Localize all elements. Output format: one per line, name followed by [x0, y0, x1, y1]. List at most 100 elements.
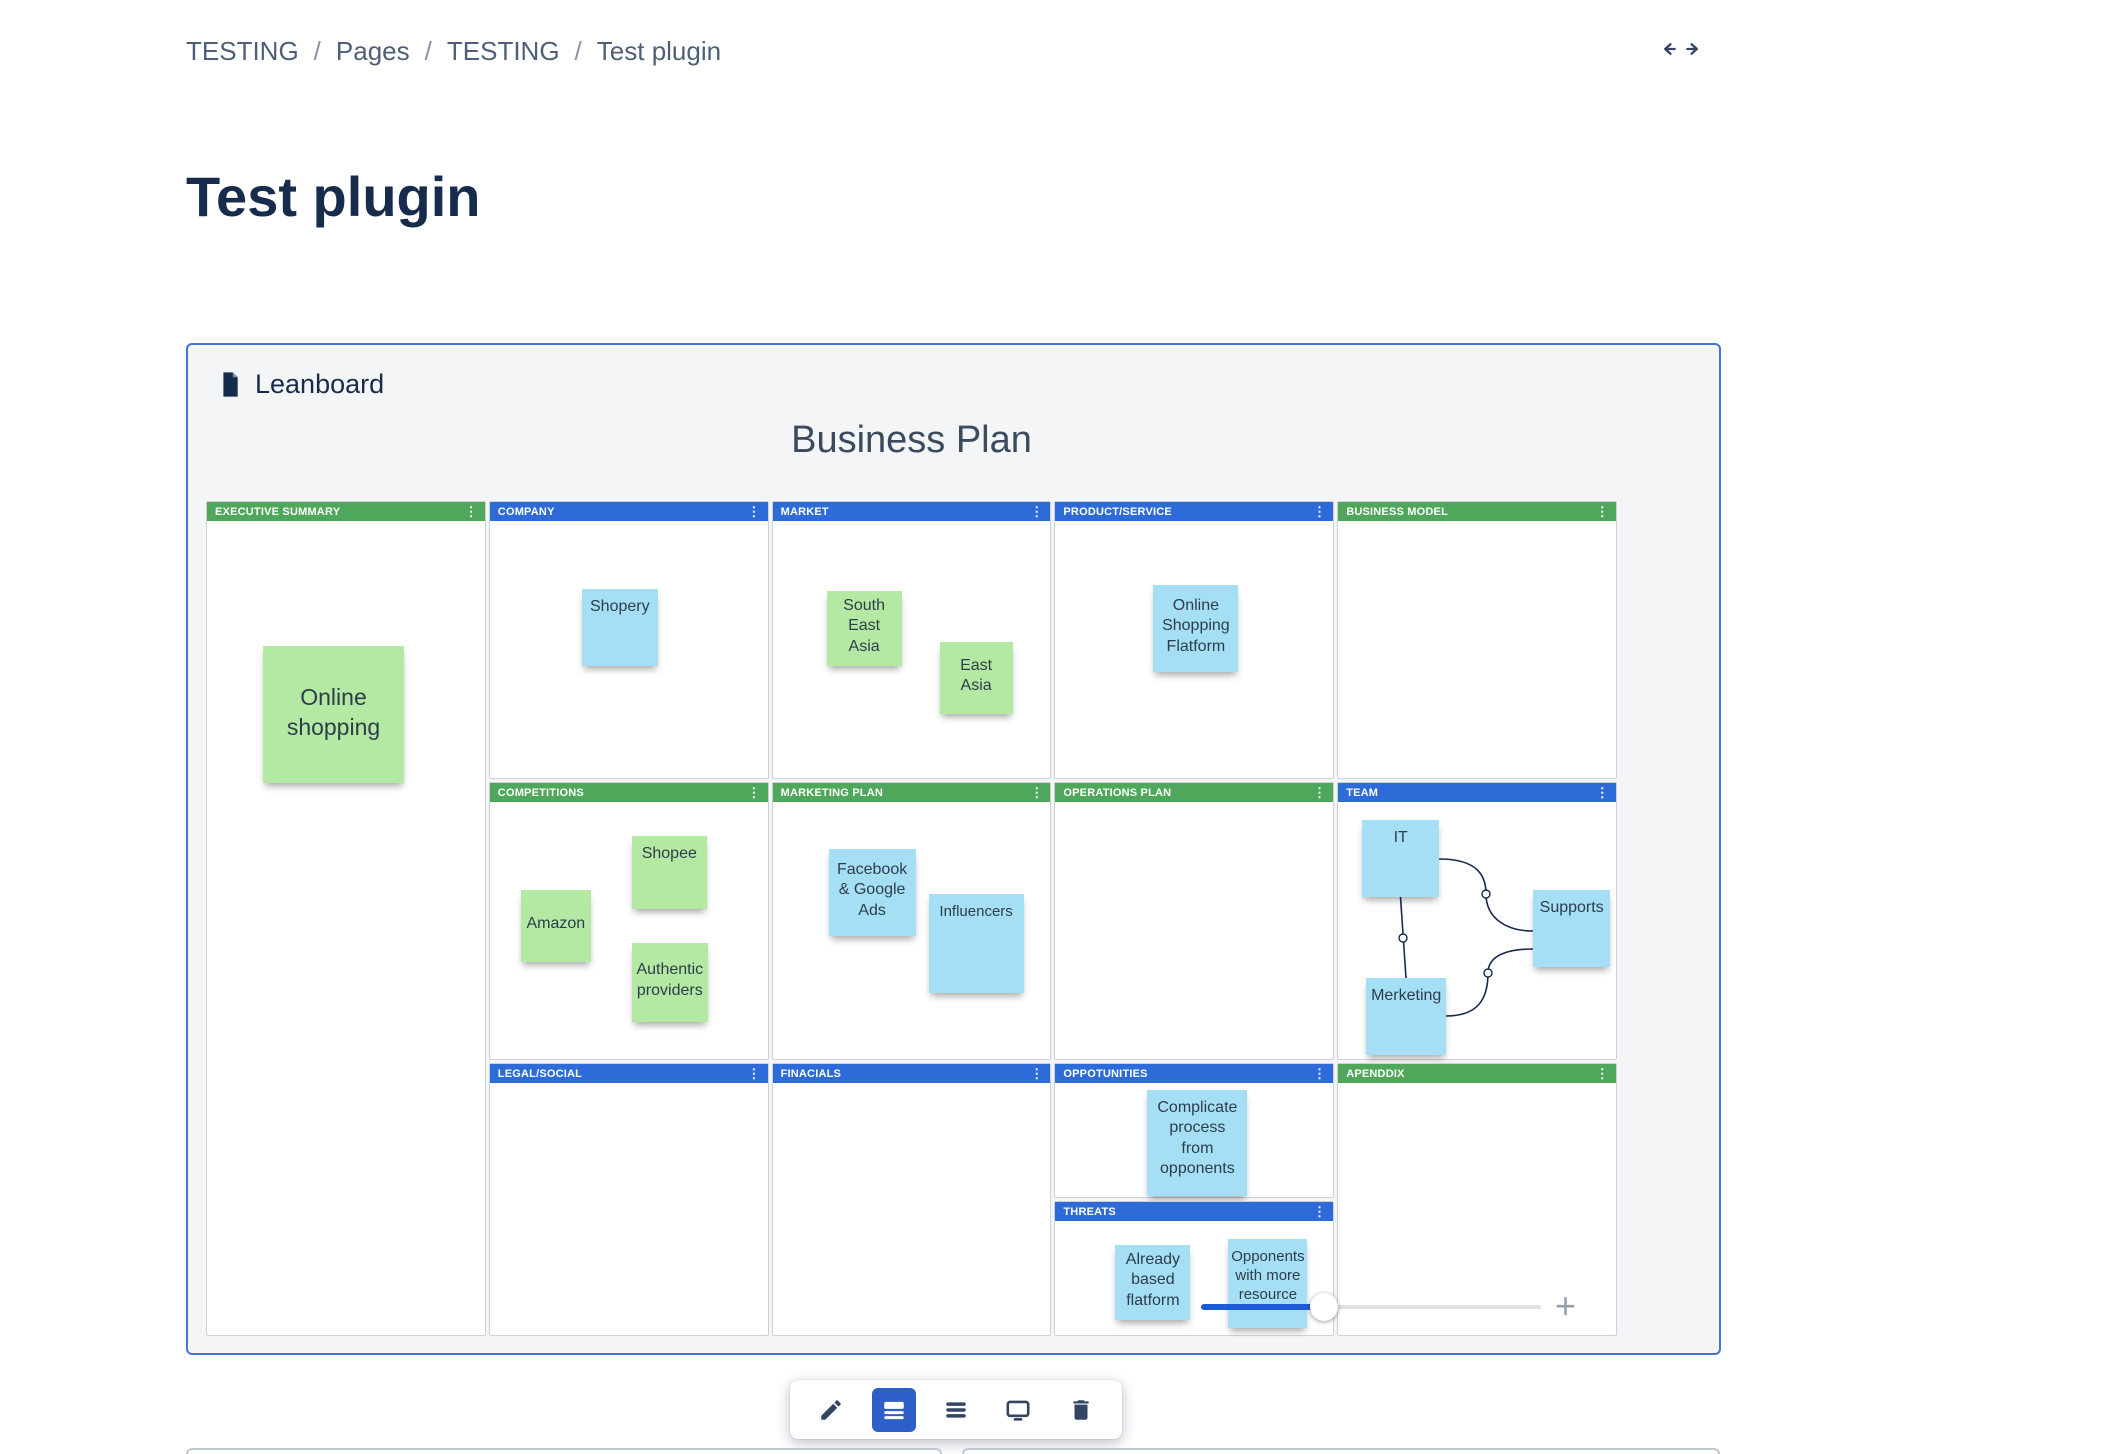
section-header: BUSINESS MODEL ⋮	[1338, 502, 1616, 521]
section-title: OPERATIONS PLAN	[1063, 786, 1172, 799]
monitor-icon	[1005, 1397, 1031, 1423]
view-board-button[interactable]	[871, 1387, 916, 1432]
section-header: EXECUTIVE SUMMARY ⋮	[207, 502, 485, 521]
section-header: COMPETITIONS⋮	[489, 783, 768, 802]
sticky-note[interactable]: Facebook & Google Ads	[828, 849, 916, 936]
section-title: FINACIALS	[780, 1067, 842, 1080]
macro-label: Leanboard	[255, 369, 385, 399]
section-menu-icon[interactable]: ⋮	[1595, 504, 1609, 519]
expand-width-icon[interactable]	[1662, 38, 1700, 65]
delete-button[interactable]	[1059, 1388, 1103, 1432]
section-legal-social: LEGAL/SOCIAL⋮	[488, 1063, 769, 1336]
section-menu-icon[interactable]: ⋮	[1030, 504, 1044, 519]
section-header: FINACIALS ⋮	[772, 1064, 1051, 1083]
section-title: MARKET	[780, 505, 829, 518]
sticky-note[interactable]: Amazon	[520, 890, 591, 962]
breadcrumb-separator: /	[424, 36, 432, 66]
board-scrollbar-active[interactable]	[1201, 1304, 1324, 1310]
section-menu-icon[interactable]: ⋮	[464, 504, 478, 519]
section-title: MARKETING PLAN	[780, 786, 884, 799]
board-columns: EXECUTIVE SUMMARY ⋮ Online shopping COMPANY…	[206, 501, 1617, 1336]
board-scrollbar-track[interactable]	[1324, 1305, 1541, 1309]
section-title: OPPOTUNITIES	[1063, 1067, 1148, 1080]
section-header: TEAM ⋮	[1338, 783, 1616, 802]
section-header: OPPOTUNITIES ⋮	[1055, 1064, 1334, 1083]
section-menu-icon[interactable]: ⋮	[1030, 785, 1044, 800]
breadcrumb-separator: /	[574, 36, 582, 66]
section-header: LEGAL/SOCIAL⋮	[489, 1064, 768, 1083]
sticky-note[interactable]: IT	[1362, 820, 1440, 897]
section-menu-icon[interactable]: ⋮	[1030, 1066, 1044, 1081]
rows-layout-icon	[943, 1397, 969, 1423]
section-oppotunities: OPPOTUNITIES ⋮ Complicate process from opp…	[1054, 1063, 1335, 1198]
sticky-note[interactable]: Already based flatform	[1115, 1245, 1191, 1320]
breadcrumb-item-testing[interactable]: TESTING	[446, 36, 560, 66]
sticky-note[interactable]: East Asia	[939, 642, 1013, 714]
leanboard-macro-panel[interactable]: Leanboard Business Plan EXECUTIVE SUMMAR…	[186, 343, 1721, 1355]
section-menu-icon[interactable]: ⋮	[747, 504, 761, 519]
section-menu-icon[interactable]: ⋮	[1312, 1204, 1327, 1219]
sticky-note[interactable]: Merketing	[1366, 978, 1447, 1055]
section-header: COMPANY⋮	[489, 502, 768, 521]
below-content-block	[186, 1448, 942, 1454]
card-layout-icon	[881, 1397, 907, 1423]
document-icon	[219, 371, 241, 398]
below-content-block	[962, 1448, 1720, 1454]
section-menu-icon[interactable]: ⋮	[1312, 785, 1327, 800]
board-column: PRODUCT/SERVICE ⋮ Online Shopping Flatform…	[1054, 501, 1335, 1336]
section-header: PRODUCT/SERVICE ⋮	[1055, 502, 1334, 521]
sticky-note[interactable]: Shopee	[631, 836, 707, 909]
section-company: COMPANY⋮ Shopery	[488, 501, 769, 779]
sticky-note[interactable]: Influencers	[928, 894, 1024, 993]
section-menu-icon[interactable]: ⋮	[1595, 1066, 1609, 1081]
section-title: BUSINESS MODEL	[1346, 505, 1448, 518]
view-presentation-button[interactable]	[996, 1388, 1040, 1432]
sticky-note[interactable]: Shopery	[581, 589, 658, 666]
sticky-note[interactable]: Online shopping	[263, 646, 404, 783]
board-column: EXECUTIVE SUMMARY ⋮ Online shopping	[206, 501, 486, 1336]
edit-button[interactable]	[809, 1388, 853, 1432]
macro-header: Leanboard	[219, 369, 384, 400]
add-board-item-icon[interactable]: +	[1555, 1285, 1577, 1326]
pencil-icon	[818, 1397, 844, 1423]
section-apenddix: APENDDIX⋮	[1337, 1063, 1617, 1336]
section-menu-icon[interactable]: ⋮	[747, 785, 761, 800]
section-menu-icon[interactable]: ⋮	[1595, 785, 1609, 800]
board: EXECUTIVE SUMMARY ⋮ Online shopping COMPANY…	[206, 501, 1617, 1336]
section-menu-icon[interactable]: ⋮	[1312, 1066, 1327, 1081]
board-title: Business Plan	[791, 419, 1032, 461]
breadcrumb-item-testing[interactable]: TESTING	[186, 36, 299, 66]
section-menu-icon[interactable]: ⋮	[1312, 504, 1327, 519]
section-title: TEAM	[1346, 786, 1379, 799]
sticky-note[interactable]: Complicate process from opponents	[1147, 1090, 1248, 1196]
section-executive-summary: EXECUTIVE SUMMARY ⋮ Online shopping	[206, 501, 486, 1336]
sticky-note[interactable]: Opponents with more resource	[1228, 1239, 1308, 1328]
section-operations-plan: OPERATIONS PLAN ⋮	[1054, 782, 1335, 1060]
section-finacials: FINACIALS ⋮	[771, 1063, 1052, 1336]
view-rows-button[interactable]	[934, 1388, 978, 1432]
breadcrumb-item-pages[interactable]: Pages	[335, 36, 410, 66]
section-menu-icon[interactable]: ⋮	[747, 1066, 761, 1081]
sticky-note[interactable]: Authentic providers	[631, 943, 708, 1022]
section-header: THREATS⋮	[1055, 1202, 1334, 1221]
sticky-note[interactable]: South East Asia	[826, 591, 902, 666]
sticky-note[interactable]: Online Shopping Flatform	[1153, 585, 1239, 672]
board-scrollbar-handle[interactable]	[1310, 1293, 1338, 1321]
section-product-service: PRODUCT/SERVICE ⋮ Online Shopping Flatform	[1054, 501, 1335, 779]
breadcrumb: TESTING/Pages/TESTING/Test plugin	[186, 36, 721, 67]
page-title: Test plugin	[186, 165, 481, 228]
section-business-model: BUSINESS MODEL ⋮	[1337, 501, 1617, 779]
section-team: TEAM ⋮ IT Merketing Supports	[1337, 782, 1617, 1060]
sticky-note[interactable]: Supports	[1533, 890, 1611, 967]
section-title: EXECUTIVE SUMMARY	[215, 505, 341, 518]
section-threats: THREATS⋮ Already based flatform Opponents …	[1054, 1201, 1335, 1336]
section-title: PRODUCT/SERVICE	[1063, 505, 1172, 518]
breadcrumb-separator: /	[313, 36, 321, 66]
